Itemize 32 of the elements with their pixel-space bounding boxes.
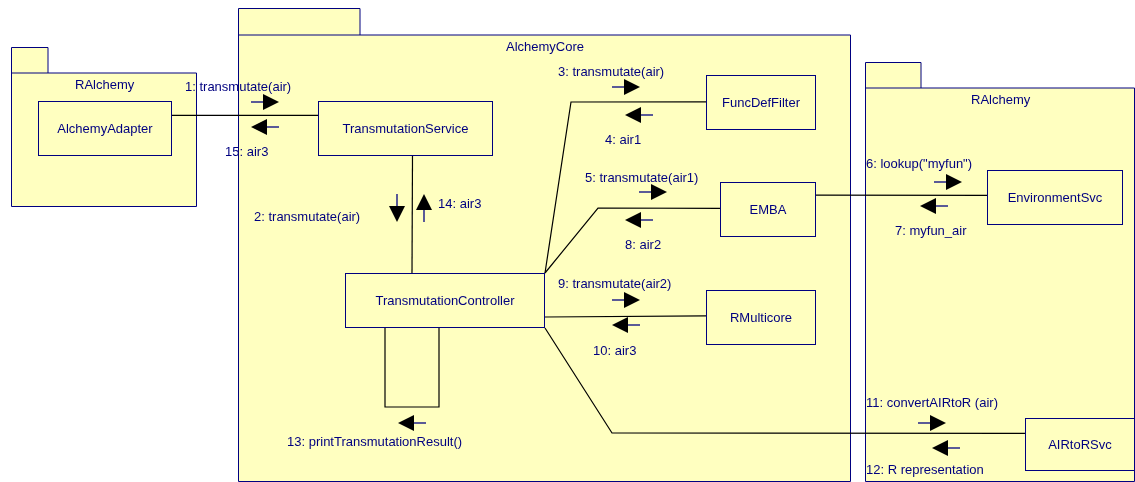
link-line: [815, 194, 988, 196]
link-line: [544, 315, 707, 318]
link-line: [544, 101, 707, 274]
message-label: 7: myfun_air: [895, 223, 967, 238]
object-box: AlchemyAdapter: [38, 101, 172, 156]
message-label: 3: transmutate(air): [558, 64, 665, 79]
object-box: RMulticore: [706, 290, 816, 345]
message-label: 11: convertAIRtoR (air): [866, 395, 998, 410]
object-box: EnvironmentSvc: [987, 170, 1123, 225]
message-label: 12: R representation: [866, 462, 984, 477]
link-line: [544, 327, 1026, 434]
message-label: 13: printTransmutationResult(): [287, 434, 463, 449]
object-box: TransmutationController: [345, 273, 545, 328]
message-label: 2: transmutate(air): [254, 209, 361, 224]
message-label: 5: transmutate(air1): [585, 170, 699, 185]
message-label: 8: air2: [625, 237, 662, 252]
link-line: [544, 207, 721, 274]
package-name: RAlchemy: [971, 92, 1031, 107]
message-label: 9: transmutate(air2): [558, 276, 672, 291]
object-box: TransmutationService: [318, 101, 493, 156]
message-label: 10: air3: [593, 343, 637, 358]
message-label: 6: lookup("myfun"): [866, 156, 973, 171]
link-line: [384, 327, 440, 408]
link-line: [411, 155, 414, 274]
link-line: [171, 114, 319, 116]
message-label: 14: air3: [438, 196, 482, 211]
object-box: EMBA: [720, 182, 816, 237]
package-name: RAlchemy: [75, 77, 135, 92]
package-name: AlchemyCore: [506, 39, 585, 54]
object-box: FuncDefFilter: [706, 75, 816, 130]
message-label: 4: air1: [605, 132, 642, 147]
object-box: AIRtoRSvc: [1025, 418, 1135, 471]
